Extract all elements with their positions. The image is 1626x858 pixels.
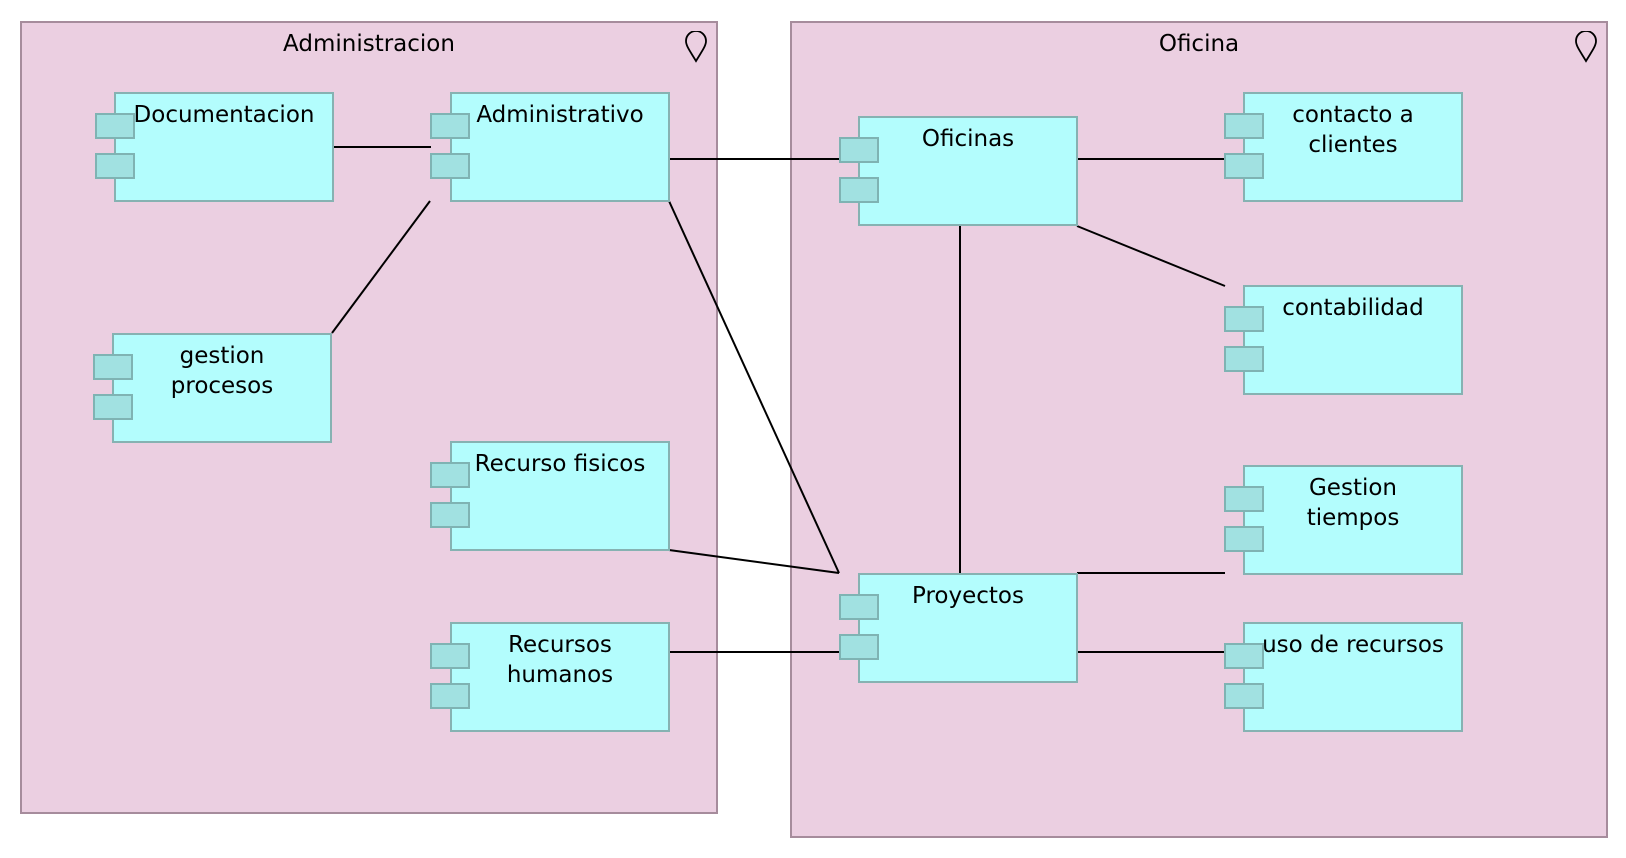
connector-administrativo-proyectos[interactable] [668, 200, 840, 574]
connector-recurso-fisicos-proyectos[interactable] [668, 549, 840, 574]
port-icon [1224, 113, 1264, 139]
port-icon [430, 502, 470, 528]
port-icon [430, 153, 470, 179]
component-label: Recursos humanos [506, 632, 614, 688]
port-icon [1224, 346, 1264, 372]
component-label: Administrativo [476, 102, 644, 128]
port-icon [430, 113, 470, 139]
port-icon [839, 137, 879, 163]
component-label: contacto a clientes [1292, 102, 1414, 158]
connector-gestion-procesos-administrativo[interactable] [331, 200, 431, 334]
location-pin-icon [1575, 31, 1597, 63]
port-icon [1224, 643, 1264, 669]
location-pin-icon [685, 31, 707, 63]
port-icon [1224, 153, 1264, 179]
component-label: uso de recursos [1262, 632, 1444, 658]
port-icon [430, 462, 470, 488]
component-label: gestion procesos [170, 343, 274, 399]
port-icon [1224, 526, 1264, 552]
port-icon [95, 113, 135, 139]
group-oficina[interactable]: Oficina [790, 21, 1608, 838]
component-documentacion[interactable]: Documentacion [114, 92, 334, 202]
component-label: Recurso fisicos [474, 451, 646, 477]
group-title: Oficina [1158, 31, 1240, 57]
component-recurso-fisicos[interactable]: Recurso fisicos [450, 441, 670, 551]
port-icon [95, 153, 135, 179]
port-icon [839, 594, 879, 620]
component-contacto-clientes[interactable]: contacto a clientes [1243, 92, 1463, 202]
component-oficinas[interactable]: Oficinas [858, 116, 1078, 226]
port-icon [1224, 486, 1264, 512]
component-label: Documentacion [133, 102, 315, 128]
component-administrativo[interactable]: Administrativo [450, 92, 670, 202]
port-icon [93, 354, 133, 380]
component-uso-recursos[interactable]: uso de recursos [1243, 622, 1463, 732]
component-label: contabilidad [1282, 295, 1424, 321]
component-gestion-tiempos[interactable]: Gestion tiempos [1243, 465, 1463, 575]
component-contabilidad[interactable]: contabilidad [1243, 285, 1463, 395]
port-icon [839, 634, 879, 660]
port-icon [1224, 306, 1264, 332]
port-icon [93, 394, 133, 420]
port-icon [430, 683, 470, 709]
group-title: Administracion [283, 31, 455, 57]
component-gestion-procesos[interactable]: gestion procesos [112, 333, 332, 443]
component-label: Oficinas [921, 126, 1015, 152]
component-proyectos[interactable]: Proyectos [858, 573, 1078, 683]
port-icon [839, 177, 879, 203]
component-label: Proyectos [912, 583, 1024, 609]
component-recursos-humanos[interactable]: Recursos humanos [450, 622, 670, 732]
component-label: Gestion tiempos [1306, 475, 1400, 531]
port-icon [1224, 683, 1264, 709]
port-icon [430, 643, 470, 669]
connector-oficinas-contabilidad[interactable] [1076, 225, 1226, 287]
